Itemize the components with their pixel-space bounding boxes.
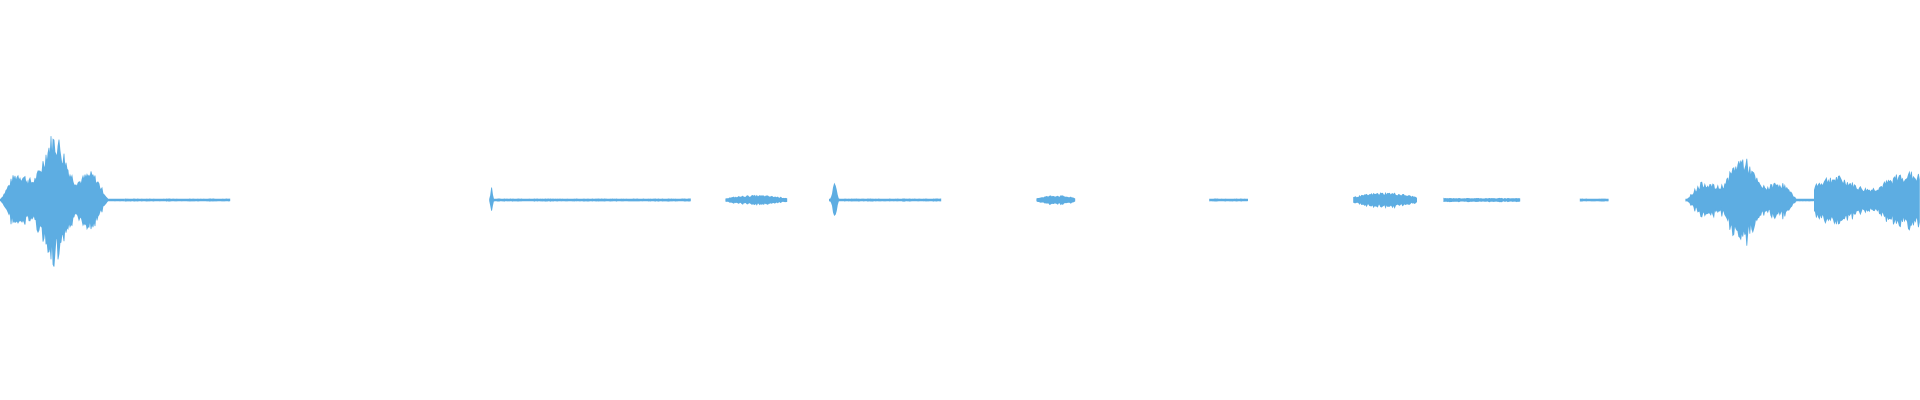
waveform-segment-2 [489, 187, 495, 211]
waveform-segment-6 [844, 198, 942, 202]
waveform-segment-13 [1814, 170, 1920, 231]
waveform-segment-1 [124, 198, 231, 202]
waveform-segment-9 [1353, 191, 1417, 209]
waveform-segment-11 [1579, 198, 1609, 202]
waveform-segment-3 [495, 198, 691, 202]
waveform-trace [0, 136, 1920, 267]
waveform-segment-5 [829, 182, 845, 217]
waveform-segment-10 [1443, 197, 1521, 203]
waveform-segment-4 [725, 194, 788, 206]
waveform-segment-8 [1209, 198, 1248, 202]
waveform-segment-7 [1036, 195, 1076, 206]
waveform-segment-0 [0, 136, 125, 267]
waveform-segment-12 [1685, 158, 1815, 246]
